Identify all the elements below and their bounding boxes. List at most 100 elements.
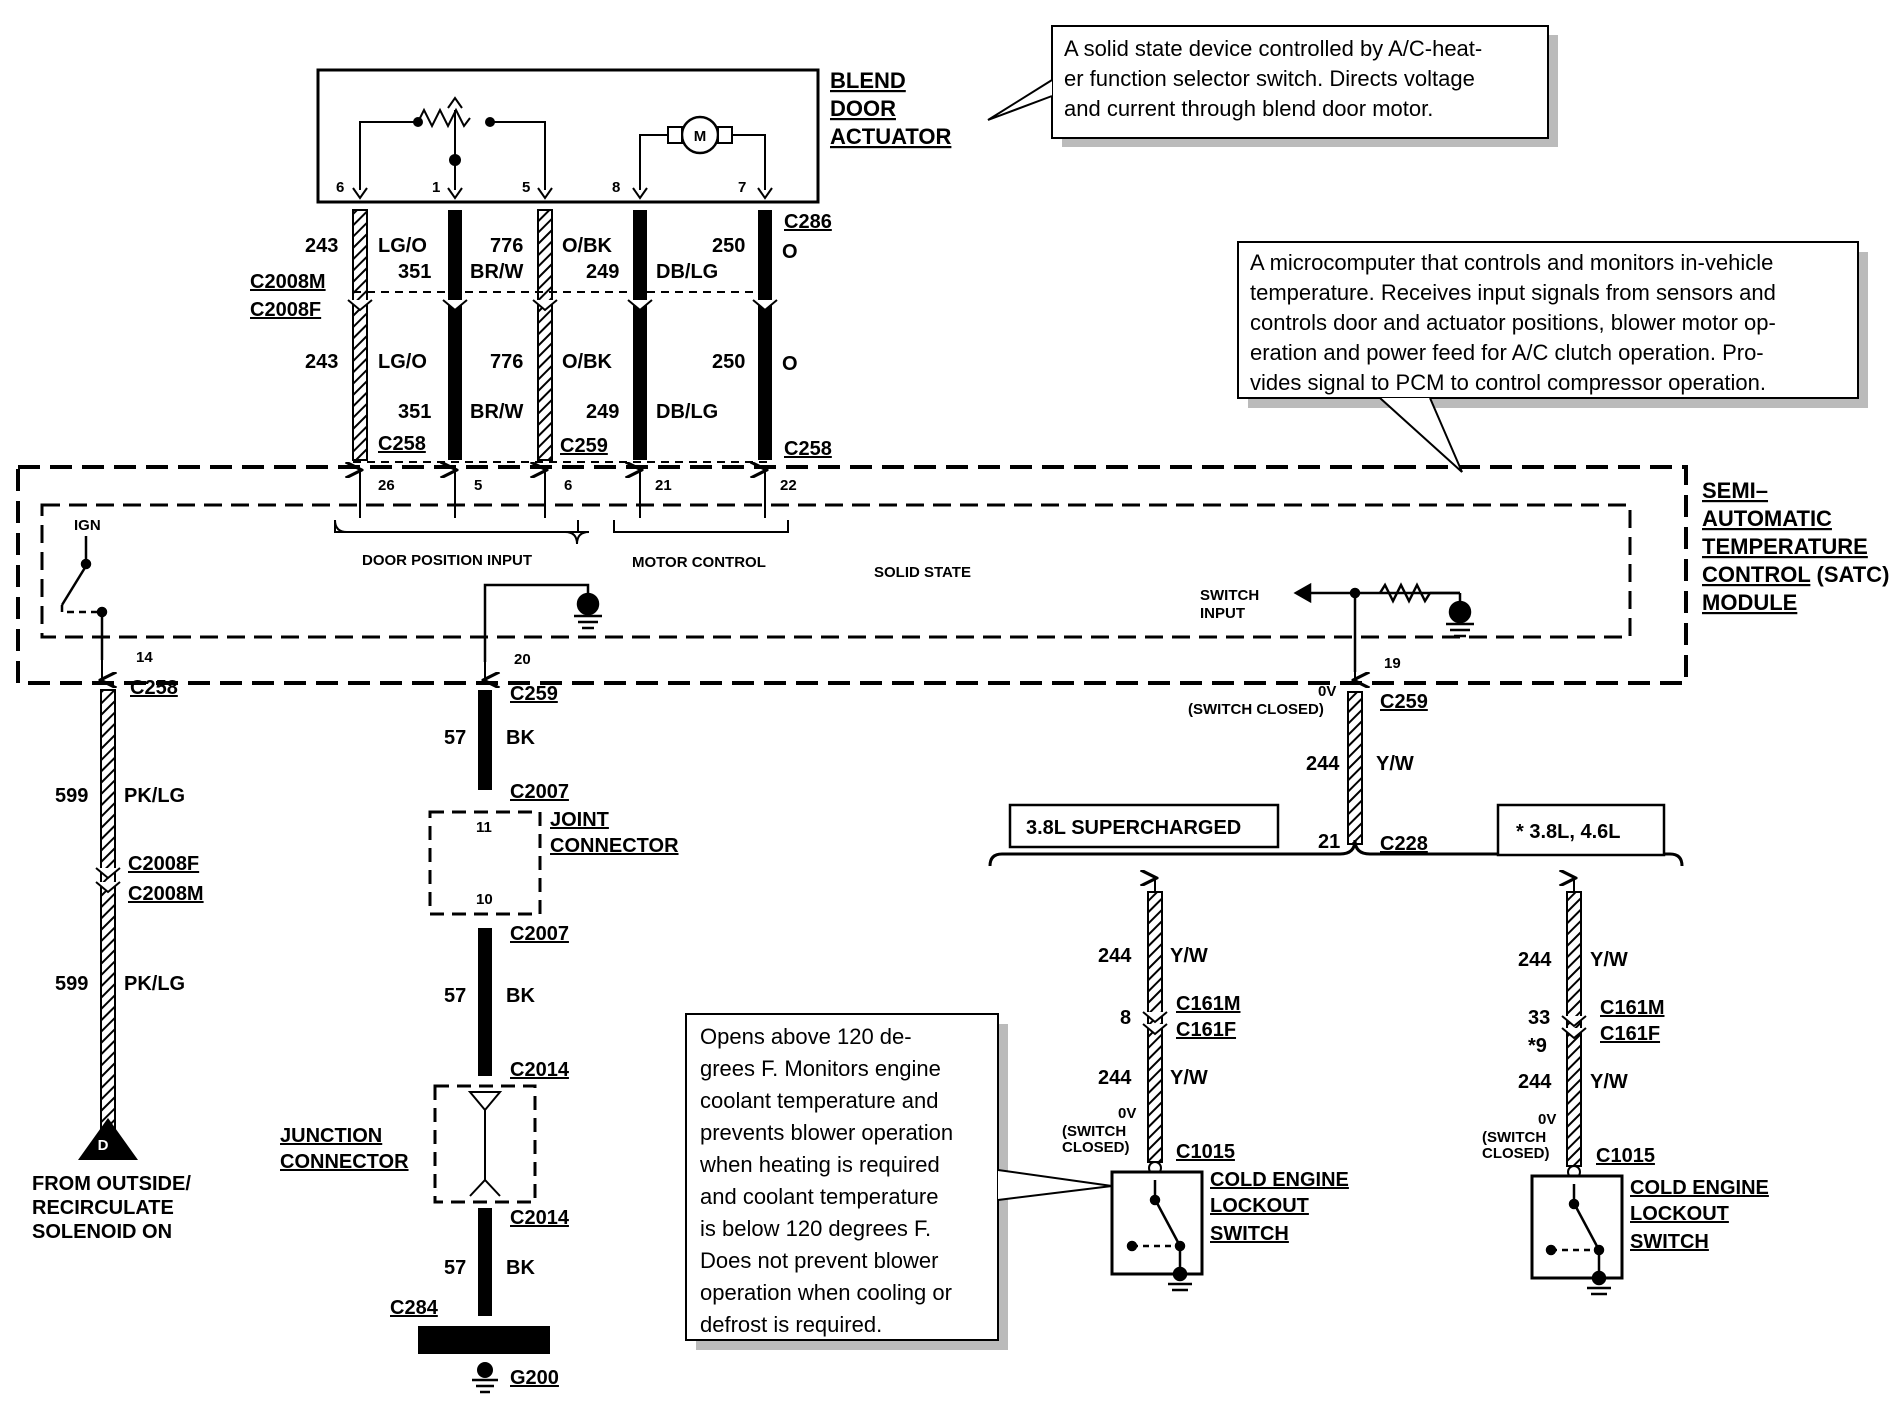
- note-line: operation when cooling or: [700, 1280, 952, 1305]
- lockout-switch-label: COLD ENGINE: [1210, 1169, 1349, 1191]
- wire-color: DB/LG: [656, 261, 718, 283]
- wire-color: O/BK: [562, 351, 613, 373]
- note-line: defrost is required.: [700, 1312, 882, 1337]
- wire-circuit: 243: [305, 235, 338, 257]
- note-lockout: Opens above 120 de- grees F. Monitors en…: [685, 1013, 1113, 1350]
- voltage-label: 0V: [1538, 1111, 1556, 1128]
- lockout-switch-right: [1530, 878, 1624, 1296]
- satc-title: AUTOMATIC: [1702, 506, 1832, 531]
- module-pin: 22: [780, 477, 797, 494]
- ground-icon: [483, 583, 602, 662]
- module-pin: 14: [136, 649, 153, 666]
- connector-label: C161M: [1176, 993, 1240, 1015]
- wire-circuit: 244: [1306, 753, 1340, 775]
- connector-label: C259: [1380, 691, 1428, 713]
- connector-label: C286: [784, 211, 832, 233]
- note-line: prevents blower operation: [700, 1120, 953, 1145]
- ign-label: IGN: [74, 517, 101, 534]
- note-line: eration and power feed for A/C clutch op…: [1250, 340, 1764, 365]
- wire-color: Y/W: [1590, 1071, 1628, 1093]
- switch-state-label: CLOSED): [1482, 1145, 1550, 1162]
- actuator-pin: 6: [336, 179, 344, 196]
- note-line: and coolant temperature: [700, 1184, 939, 1209]
- joint-pin: 10: [476, 891, 493, 908]
- blend-door-title: DOOR: [830, 96, 896, 121]
- wire-circuit: 599: [55, 973, 88, 995]
- left-branch-wire: [78, 660, 138, 1160]
- wire-color: BK: [506, 985, 535, 1007]
- switch-branch-wire: [988, 660, 1684, 867]
- blend-door-actuator: M 6 1 5 8 7: [316, 68, 820, 204]
- note-line: A microcomputer that controls and monito…: [1250, 250, 1773, 275]
- wire-color: PK/LG: [124, 973, 185, 995]
- wire-color: O: [782, 353, 798, 375]
- lockout-switch-label: SWITCH: [1630, 1231, 1709, 1253]
- engine-box-label: * 3.8L, 4.6L: [1516, 821, 1621, 843]
- terminal-letter: D: [98, 1137, 109, 1154]
- connector-pin: *9: [1528, 1035, 1547, 1057]
- ground-branch-wire: [418, 660, 550, 1394]
- module-pin: 20: [514, 651, 531, 668]
- module-pin: 26: [378, 477, 395, 494]
- note-line: A solid state device controlled by A/C-h…: [1064, 36, 1482, 61]
- wire-circuit: 351: [398, 401, 431, 423]
- connector-pin: 33: [1528, 1007, 1550, 1029]
- motor-symbol: M: [694, 128, 707, 145]
- connector-label: C2008F: [128, 853, 199, 875]
- connector-pin: 8: [1120, 1007, 1131, 1029]
- actuator-pin: 8: [612, 179, 620, 196]
- wire-circuit: 599: [55, 785, 88, 807]
- wire-circuit: 776: [490, 351, 523, 373]
- note-line: temperature. Receives input signals from…: [1250, 280, 1776, 305]
- motor-control-label: MOTOR CONTROL: [632, 554, 766, 571]
- note-line: coolant temperature and: [700, 1088, 939, 1113]
- note-line: Does not prevent blower: [700, 1248, 938, 1273]
- wire-color: Y/W: [1376, 753, 1414, 775]
- wire-circuit: 244: [1098, 945, 1132, 967]
- connector-label: C161M: [1600, 997, 1664, 1019]
- upper-wire-bundle: [347, 209, 778, 463]
- switch-input-circuit: [1293, 582, 1474, 672]
- satc-title: SEMI–: [1702, 478, 1768, 503]
- wire-color: BK: [506, 727, 535, 749]
- joint-connector-label: JOINT: [550, 809, 609, 831]
- wire-circuit: 351: [398, 261, 431, 283]
- wire-color: Y/W: [1590, 949, 1628, 971]
- connector-label: C228: [1380, 833, 1428, 855]
- lockout-switch-label: LOCKOUT: [1210, 1195, 1309, 1217]
- switch-state-label: (SWITCH CLOSED): [1188, 701, 1324, 718]
- actuator-pin: 1: [432, 179, 440, 196]
- connector-label: C2007: [510, 781, 569, 803]
- lockout-switch-label: SWITCH: [1210, 1223, 1289, 1245]
- note-line: and current through blend door motor.: [1064, 96, 1433, 121]
- note-blend-door: A solid state device controlled by A/C-h…: [987, 25, 1558, 147]
- connector-label: C161F: [1176, 1019, 1236, 1041]
- connector-label: C2014: [510, 1059, 570, 1081]
- voltage-label: 0V: [1118, 1105, 1136, 1122]
- actuator-pin: 7: [738, 179, 746, 196]
- satc-title: TEMPERATURE: [1702, 534, 1868, 559]
- connector-label: C2008M: [250, 271, 326, 293]
- wire-color: Y/W: [1170, 1067, 1208, 1089]
- note-satc: A microcomputer that controls and monito…: [1237, 241, 1868, 473]
- junction-connector-label: JUNCTION: [280, 1125, 382, 1147]
- wire-color: PK/LG: [124, 785, 185, 807]
- note-line: grees F. Monitors engine: [700, 1056, 941, 1081]
- module-pin: 6: [564, 477, 572, 494]
- connector-label: C258: [784, 438, 832, 460]
- solenoid-caption: SOLENOID ON: [32, 1221, 172, 1243]
- satc-module: [16, 467, 1688, 685]
- switch-state-label: CLOSED): [1062, 1139, 1130, 1156]
- switch-input-label: INPUT: [1200, 605, 1245, 622]
- note-line: is below 120 degrees F.: [700, 1216, 931, 1241]
- connector-label: C1015: [1596, 1145, 1655, 1167]
- ground-label: G200: [510, 1367, 559, 1389]
- connector-label: C259: [560, 435, 608, 457]
- connector-label: C161F: [1600, 1023, 1660, 1045]
- voltage-label: 0V: [1318, 683, 1336, 700]
- connector-label: C2014: [510, 1207, 570, 1229]
- junction-connector-label: CONNECTOR: [280, 1151, 409, 1173]
- actuator-pin: 5: [522, 179, 530, 196]
- solenoid-caption: RECIRCULATE: [32, 1197, 174, 1219]
